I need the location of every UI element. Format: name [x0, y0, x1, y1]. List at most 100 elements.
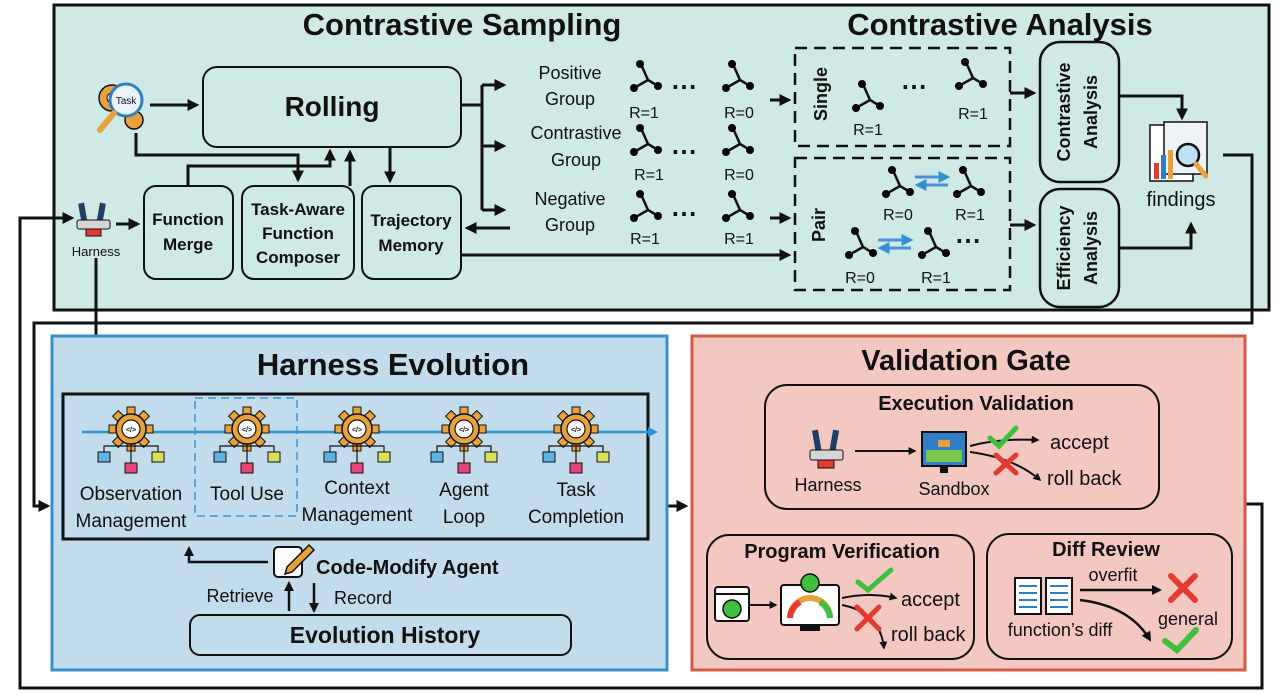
general-label: general: [1158, 609, 1218, 629]
accept-check-icon: [855, 567, 894, 594]
code-modify-agent-label: Code-Modify Agent: [316, 557, 499, 579]
trajectory-icon: [630, 124, 662, 156]
module-label: Management: [302, 505, 414, 526]
function-merge-line2: Merge: [163, 235, 213, 254]
pair-row2-right: R=1: [921, 270, 951, 287]
harness-icon: [809, 429, 844, 469]
module-label: Loop: [443, 507, 485, 528]
sandbox-label: Sandbox: [918, 479, 989, 499]
contrastive-ellipsis: ⋯: [671, 136, 697, 166]
module-label: Management: [76, 511, 188, 532]
accept-check-icon: [987, 425, 1019, 450]
single-left-reward: R=1: [853, 122, 883, 139]
gear-code-icon: </>: [108, 406, 154, 452]
contrastive-analysis-box: [1038, 40, 1121, 184]
reward-con-first: R=1: [634, 167, 664, 184]
composer-line2: Function: [262, 224, 334, 243]
diff-branches: [1079, 585, 1162, 642]
positive-ellipsis: ⋯: [671, 71, 697, 101]
trajectory-icon: [852, 80, 884, 112]
monitor-gauge-icon: [780, 573, 840, 631]
code-symbol: </>: [459, 427, 469, 434]
composer-line1: Task-Aware: [251, 200, 345, 219]
negative-group-line1: Negative: [534, 189, 605, 209]
trajectory-glyphs: [630, 58, 987, 259]
pair-row2-left: R=0: [845, 270, 875, 287]
task-icon: Task: [97, 82, 144, 133]
harness-evolution-panel: Harness Evolution </> ObservationManageme…: [50, 334, 669, 672]
functions-diff-label: function’s diff: [1008, 620, 1113, 640]
code-check-icon: [714, 586, 750, 622]
overfit-cross-icon: [1168, 573, 1198, 603]
trajectory-icon: [955, 58, 987, 90]
single-right-reward: R=1: [958, 106, 988, 123]
reject-cross-icon: [993, 452, 1019, 476]
reward-labels: R=1 R=0 R=1 R=0 R=1 R=1: [629, 105, 754, 248]
contrastive-analysis-title: Contrastive Analysis: [847, 7, 1153, 42]
trajectory-icon: [722, 190, 754, 222]
gear-code-icon: </>: [553, 406, 599, 452]
trajectory-icon: [882, 166, 914, 198]
pair-ellipsis: ⋯: [955, 225, 981, 255]
reward-con-last: R=0: [724, 167, 754, 184]
prog-accept-label: accept: [901, 589, 960, 611]
code-symbol: </>: [242, 427, 252, 434]
module-connectors: [430, 444, 498, 474]
exec-rollback-label: roll back: [1047, 468, 1122, 490]
trajectory-icon: [722, 60, 754, 92]
evolution-history-label: Evolution History: [290, 622, 481, 648]
reject-cross-icon: [854, 604, 882, 632]
tool-use-highlight: [194, 397, 298, 517]
positive-group-line2: Group: [545, 89, 595, 109]
negative-group-line2: Group: [545, 215, 595, 235]
sandbox-icon: [921, 431, 967, 473]
trajectory-icon: [953, 166, 985, 198]
module-label: Completion: [528, 507, 624, 528]
trajectory-memory-box: [361, 185, 462, 280]
retrieve-label: Retrieve: [206, 586, 273, 606]
module-connectors: [97, 444, 165, 474]
trajectory-icon: [845, 227, 877, 259]
overfit-label: overfit: [1088, 565, 1137, 585]
efficiency-analysis-box: [1038, 187, 1121, 309]
module-connectors: [542, 444, 610, 474]
findings-icon: [1149, 121, 1209, 182]
efficiency-analysis-line2: Analysis: [1081, 211, 1101, 285]
trajectory-memory-line1: Trajectory: [370, 211, 452, 230]
execution-validation-title: Execution Validation: [878, 393, 1074, 415]
module-label: Context: [324, 478, 390, 499]
code-symbol: </>: [571, 427, 581, 434]
efficiency-analysis-line1: Efficiency: [1054, 205, 1074, 290]
exec-accept-label: accept: [1050, 432, 1109, 454]
module-label: Observation: [80, 484, 182, 505]
single-box: [793, 46, 1012, 148]
contrastive-group-line2: Group: [551, 150, 601, 170]
harness-label: Harness: [72, 244, 121, 259]
sampling-arrows: [116, 79, 792, 261]
trajectory-icon: [630, 190, 662, 222]
trajectory-memory-line2: Memory: [378, 236, 444, 255]
harness-evolution-title: Harness Evolution: [257, 347, 529, 382]
reward-neg-first: R=1: [630, 231, 660, 248]
general-check-icon: [1162, 627, 1199, 655]
code-modify-agent-icon: [273, 543, 316, 578]
module-label: Task: [556, 480, 596, 501]
task-icon-label: Task: [116, 96, 138, 107]
contrastive-analysis-line2: Analysis: [1081, 75, 1101, 149]
diff-documents-icon: [1014, 577, 1073, 615]
code-symbol: </>: [352, 427, 362, 434]
program-verification-title: Program Verification: [744, 541, 940, 563]
module-item: </>Tool Use: [210, 406, 284, 505]
positive-group-line1: Positive: [538, 63, 601, 83]
rolling-box: [202, 66, 462, 148]
code-symbol: </>: [126, 427, 136, 434]
rolling-label: Rolling: [285, 91, 380, 122]
single-label: Single: [811, 67, 831, 121]
program-verification-box: [706, 534, 975, 660]
reward-pos-first: R=1: [629, 105, 659, 122]
pair-label: Pair: [809, 208, 829, 242]
